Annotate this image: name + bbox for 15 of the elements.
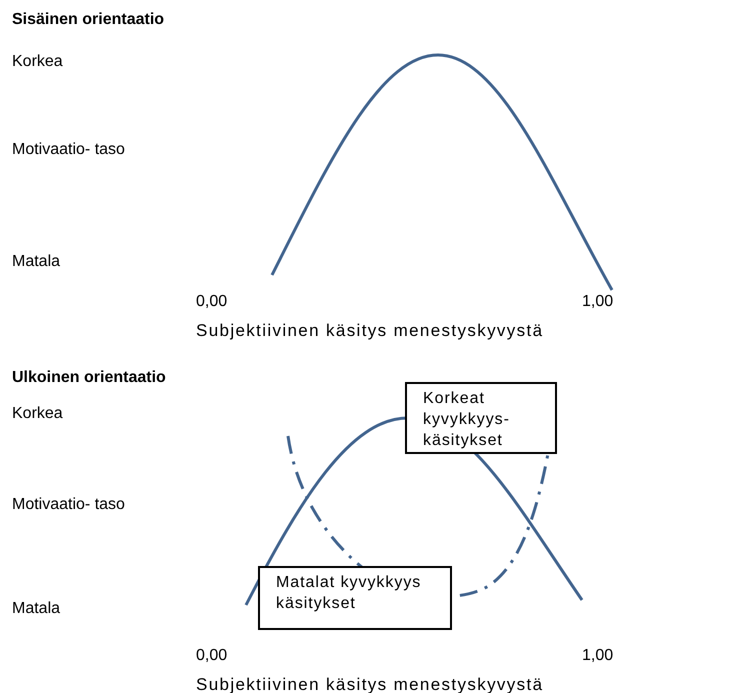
tick-label: 0,00 xyxy=(196,646,228,666)
tick-label: 1,00 xyxy=(582,646,614,666)
axis-level-label: Matala xyxy=(12,252,60,272)
panel-heading: Sisäinen orientaatio xyxy=(12,10,164,30)
tick-label: 1,00 xyxy=(582,292,614,312)
text-box: Matalat kyvykkyys käsitykset xyxy=(258,566,452,630)
axis-title: Motivaatio- taso xyxy=(12,140,126,160)
tick-label: 0,00 xyxy=(196,292,228,312)
axis-title: Motivaatio- taso xyxy=(12,495,126,515)
axis-title: Subjektiivinen käsitys menestyskyvystä xyxy=(196,320,544,342)
axis-level-label: Korkea xyxy=(12,404,63,424)
panel-heading: Ulkoinen orientaatio xyxy=(12,368,166,388)
axis-level-label: Matala xyxy=(12,599,60,619)
axis-level-label: Korkea xyxy=(12,52,63,72)
text-box: Korkeat kyvykkyys- käsitykset xyxy=(405,382,557,454)
